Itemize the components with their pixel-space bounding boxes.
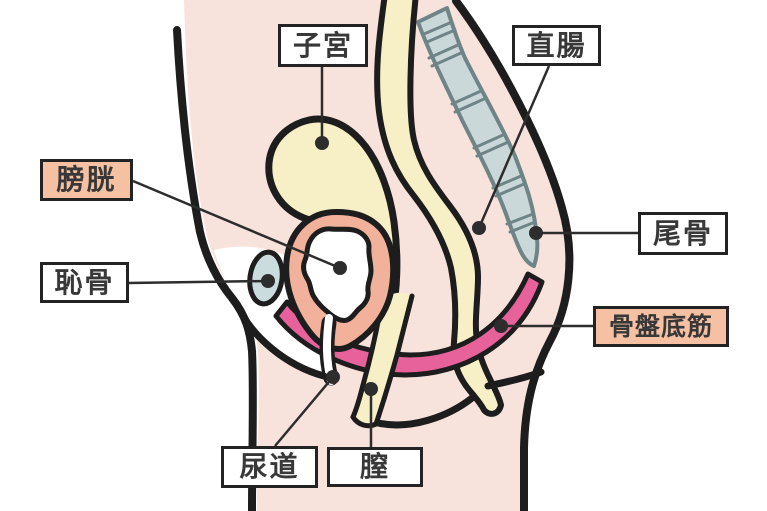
body-outlines [173,0,574,511]
label-uterus-text: 子宮 [292,28,353,62]
label-vagina-text: 膣 [359,450,390,483]
spine-sacrum [416,6,540,268]
leader-lines [128,65,638,447]
dot-coccyx [529,226,543,240]
rectum-shape [374,0,504,417]
leader-rectum [477,65,551,229]
label-rectum-text: 直腸 [526,28,587,62]
dot-urethra [326,370,340,384]
leader-urethra [274,376,334,447]
front-body-line [173,26,257,511]
dot-rectum [472,221,486,235]
vertebra-joints [422,20,537,234]
label-urethra: 尿道 [221,446,318,488]
label-pubic-bone-text: 恥骨 [54,265,115,299]
leader-dots [261,136,543,396]
mons-curve [233,300,328,380]
label-pubic-bone: 恥骨 [40,262,129,303]
leader-bladder [132,179,341,270]
label-coccyx: 尾骨 [638,212,728,255]
dot-vagina [364,382,378,396]
perineum-curve [374,394,476,429]
dot-pubic-bone [261,274,275,288]
label-urethra-text: 尿道 [239,450,300,483]
dot-pelvic-floor [494,319,508,333]
label-rectum: 直腸 [512,25,601,66]
label-pelvic-floor-muscle-text: 骨盤底筋 [608,312,713,341]
dot-uterus [315,136,329,150]
bladder-lumen [301,226,374,323]
dot-bladder [333,261,347,275]
buttock-crease [484,368,545,390]
label-coccyx-text: 尾骨 [652,216,713,250]
label-vagina: 膣 [327,447,423,487]
label-uterus: 子宮 [278,24,368,67]
label-bladder-text: 膀胱 [56,163,117,196]
leader-pubic-bone [128,279,269,285]
label-bladder: 膀胱 [40,159,133,201]
vagina-outline [350,293,415,429]
label-pelvic-floor-muscle: 骨盤底筋 [593,306,729,347]
back-body-line [452,0,574,511]
